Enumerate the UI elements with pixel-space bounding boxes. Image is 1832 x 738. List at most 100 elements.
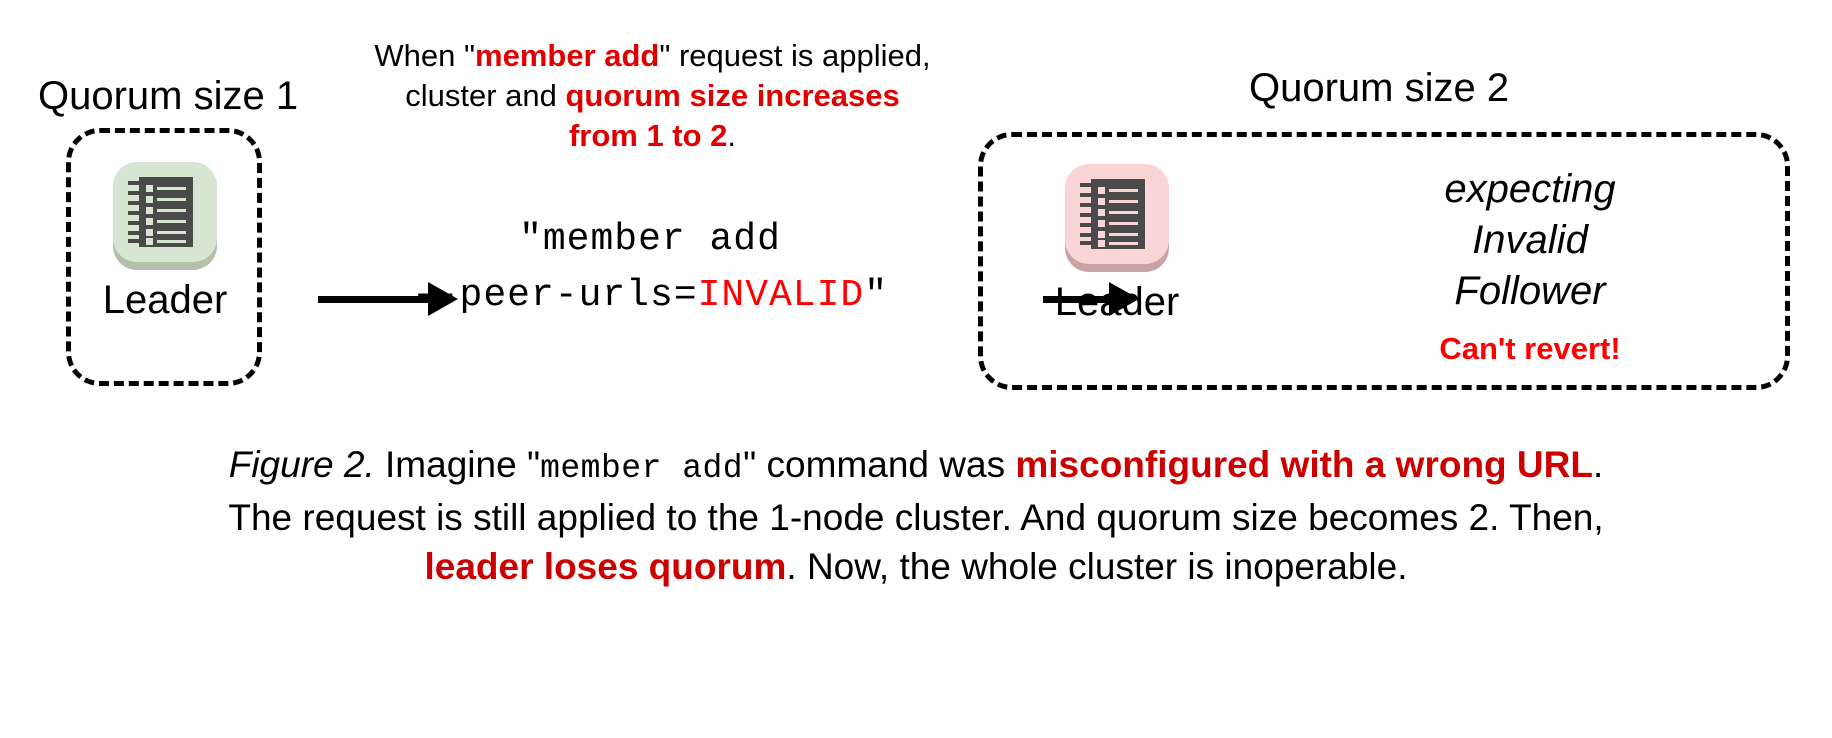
rack-line: [157, 240, 186, 243]
caption-seg-4: . Now, the whole cluster is inoperable.: [786, 546, 1408, 587]
arrow-head: [428, 282, 458, 316]
command-flag-prefix: --peer-urls=: [411, 274, 698, 317]
rack-row: [1098, 198, 1138, 205]
arrow-cluster-result: [1043, 282, 1139, 316]
rack-line: [157, 209, 186, 212]
rack-tick: [128, 181, 139, 185]
quorum-size-left-title: Quorum size 1: [38, 74, 299, 118]
rack-row: [146, 229, 186, 236]
rack-led: [1098, 198, 1105, 205]
rack-line: [1109, 189, 1138, 192]
rack-row: [146, 185, 186, 192]
rack-line: [1109, 222, 1138, 225]
quorum-size-right-title: Quorum size 2: [1249, 66, 1510, 110]
caption-figure-label: Figure 2.: [228, 444, 375, 485]
rack-led: [1098, 209, 1105, 216]
rack-row: [1098, 231, 1138, 238]
node-label-leader-left: Leader: [102, 278, 228, 322]
server-rack-icon: [109, 158, 221, 270]
rack-line: [157, 231, 186, 234]
command-invalid-value: INVALID: [697, 274, 865, 317]
rack-row: [146, 196, 186, 203]
request-note-l3-suffix: .: [727, 118, 737, 153]
rack-tick: [128, 201, 139, 205]
caption-seg-2: " command was: [743, 444, 1016, 485]
rack-led: [1098, 231, 1105, 238]
rack-row: [1098, 220, 1138, 227]
rack-led: [146, 196, 153, 203]
request-note-l1-suffix: " request is applied,: [659, 38, 931, 73]
caption-line-2: The request is still applied to the 1-no…: [228, 497, 1604, 538]
rack-row: [1098, 209, 1138, 216]
arrow-shaft: [318, 295, 428, 303]
rack-led: [1098, 220, 1105, 227]
rack-row: [1098, 187, 1138, 194]
request-note-l1-prefix: When ": [374, 38, 476, 73]
caption-misconfigured-highlight: misconfigured with a wrong URL: [1015, 444, 1593, 485]
cluster-box-right: [978, 132, 1790, 390]
rack-line: [157, 187, 186, 190]
status-line-follower: Follower: [1454, 269, 1606, 313]
arrow-apply-request: [318, 282, 458, 316]
rack-tick: [1080, 203, 1091, 207]
rack-row: [146, 238, 186, 245]
status-line-invalid: Invalid: [1472, 218, 1588, 262]
request-note-line-1: When "member add" request is applied,: [345, 36, 960, 76]
rack-led: [146, 229, 153, 236]
rack-led: [146, 185, 153, 192]
cant-revert-warning: Can't revert!: [1439, 331, 1621, 366]
rack-row: [146, 207, 186, 214]
request-applied-note: When "member add" request is applied, cl…: [345, 36, 960, 156]
rack-tick: [128, 211, 139, 215]
node-leader-left: Leader: [86, 158, 244, 322]
request-note-command-highlight: member add: [475, 38, 660, 73]
request-note-range-highlight: from 1 to 2: [568, 118, 728, 153]
command-quote-suffix: ": [864, 274, 889, 317]
rack-line: [157, 198, 186, 201]
caption-seg-1: Imagine ": [374, 444, 541, 485]
node-label-leader-right: Leader: [1054, 280, 1180, 324]
request-note-line-3: from 1 to 2.: [345, 116, 960, 156]
rack-tick: [1080, 233, 1091, 237]
caption-line-3: leader loses quorum. Now, the whole clus…: [56, 542, 1776, 591]
rack-line: [1109, 233, 1138, 236]
member-add-command: "member add --peer-urls=INVALID": [400, 212, 900, 324]
rack-body: [1080, 179, 1145, 249]
caption-line-1: Figure 2. Imagine "member add" command w…: [56, 440, 1776, 493]
rack-led: [1098, 187, 1105, 194]
caption-command-mono: member add: [540, 450, 744, 487]
command-line-2: --peer-urls=INVALID": [400, 268, 900, 324]
cluster-box-left: [66, 128, 262, 386]
rack-tick: [1080, 193, 1091, 197]
rack-row: [1098, 240, 1138, 247]
caption-seg-3: .: [1592, 444, 1604, 485]
rack-line: [1109, 211, 1138, 214]
rack-tick: [128, 191, 139, 195]
rack-tick: [128, 231, 139, 235]
rack-led: [146, 207, 153, 214]
rack-tick: [1080, 213, 1091, 217]
rack-line: [1109, 200, 1138, 203]
rack-body: [128, 177, 193, 247]
rack-line: [1109, 242, 1138, 245]
rack-tick: [1080, 223, 1091, 227]
rack-tick: [128, 239, 139, 243]
rack-led: [1098, 240, 1105, 247]
rack-led: [146, 238, 153, 245]
arrow-head: [1109, 282, 1139, 316]
arrow-shaft: [1043, 295, 1109, 303]
figure-caption: Figure 2. Imagine "member add" command w…: [56, 440, 1776, 591]
caption-quorum-loss-highlight: leader loses quorum: [424, 546, 787, 587]
request-note-quorum-highlight: quorum size increases: [565, 78, 900, 113]
status-line-expecting: expecting: [1444, 167, 1616, 211]
node-leader-right: Leader: [1038, 160, 1196, 324]
rack-line: [157, 220, 186, 223]
rack-tick: [1080, 241, 1091, 245]
request-note-line-2: cluster and quorum size increases: [345, 76, 960, 116]
rack-led: [146, 218, 153, 225]
expecting-follower-status: expecting Invalid Follower: [1380, 164, 1680, 317]
rack-tick: [1080, 183, 1091, 187]
request-note-l2-prefix: cluster and: [405, 78, 566, 113]
rack-row: [146, 218, 186, 225]
